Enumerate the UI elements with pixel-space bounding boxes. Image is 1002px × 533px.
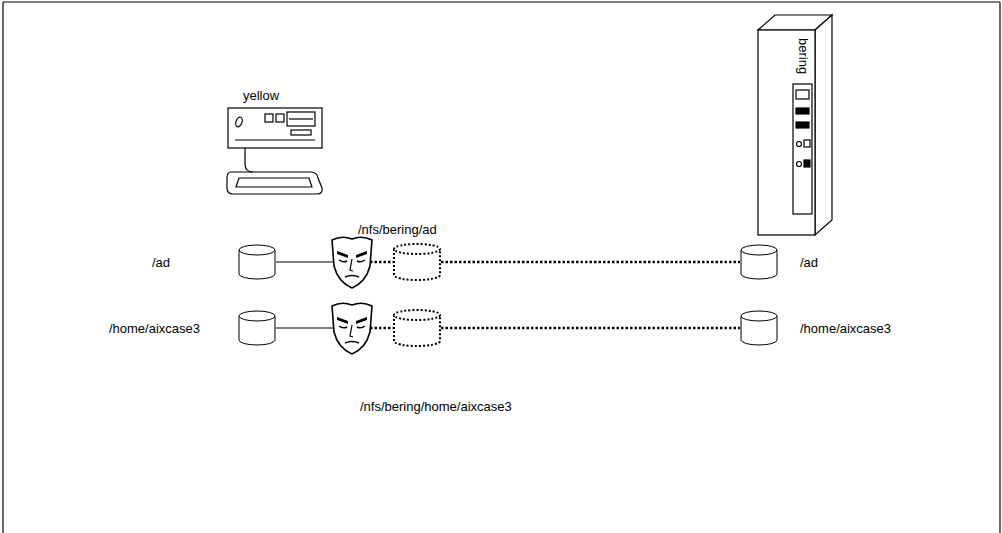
server-tower-outline bbox=[757, 14, 833, 236]
mounted-disk-cylinder: /nfs/bering/ad bbox=[393, 243, 441, 281]
disk-cylinder: /ad bbox=[238, 244, 276, 280]
mask-symbol bbox=[332, 303, 372, 354]
path-label: /nfs/bering/ad bbox=[358, 222, 437, 237]
nfs-link bbox=[441, 262, 740, 263]
path-label: /home/aixcase3 bbox=[109, 321, 200, 336]
disk-cylinder-outline bbox=[238, 310, 276, 346]
path-label: /ad bbox=[800, 255, 818, 270]
path-label: /ad bbox=[152, 255, 170, 270]
path-label: /home/aixcase3 bbox=[800, 321, 891, 336]
mounted-disk-cylinder-outline bbox=[393, 309, 441, 347]
disk-cylinder-outline bbox=[740, 244, 778, 280]
mask-symbol bbox=[332, 237, 372, 288]
nfs-link bbox=[441, 328, 740, 329]
mounted-disk-cylinder: /nfs/bering/home/aixcase3 bbox=[393, 309, 441, 347]
workstation-icon: yellow bbox=[225, 88, 325, 198]
host-name: bering bbox=[796, 38, 811, 74]
disk-cylinder-outline bbox=[740, 310, 778, 346]
dotted-link bbox=[441, 261, 740, 264]
host-name: yellow bbox=[243, 88, 279, 103]
disk-cylinder-outline bbox=[238, 244, 276, 280]
disk-cylinder: /home/aixcase3 bbox=[238, 310, 276, 346]
disk-cylinder: /home/aixcase3 bbox=[740, 310, 778, 346]
dotted-link bbox=[441, 327, 740, 330]
server-tower: bering bbox=[757, 14, 833, 236]
figure-frame bbox=[3, 2, 1000, 533]
workstation-icon-outline bbox=[225, 88, 325, 198]
disk-cylinder: /ad bbox=[740, 244, 778, 280]
path-label: /nfs/bering/home/aixcase3 bbox=[360, 399, 512, 414]
mounted-disk-cylinder-outline bbox=[393, 243, 441, 281]
